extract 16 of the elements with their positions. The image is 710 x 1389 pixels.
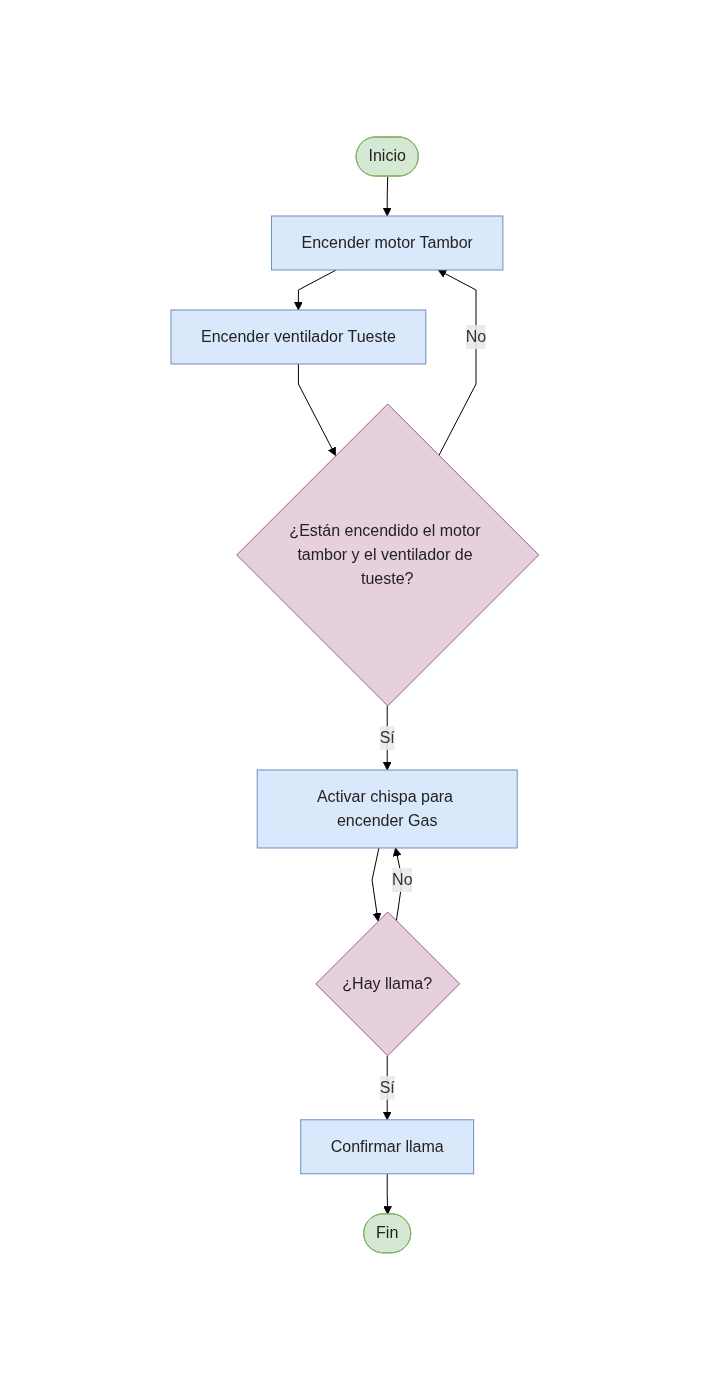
node-diamond: ¿Están encendido el motor tambor y el ventilador de tueste?	[236, 403, 540, 707]
node-box: Confirmar llama	[300, 1118, 475, 1174]
edge-label: No	[465, 327, 487, 345]
node-box: Encender motor Tambor	[271, 215, 504, 271]
arrow	[298, 363, 337, 456]
edge-label: Sí	[379, 728, 395, 746]
arrow	[437, 269, 477, 456]
node-box: Activar chispa para encender Gas	[256, 769, 518, 849]
arrow	[294, 269, 337, 310]
node-diamond: ¿Hay llama?	[315, 911, 461, 1056]
arrow	[382, 175, 392, 216]
arrow	[383, 1172, 393, 1215]
edge-label: No	[392, 870, 413, 888]
edge-label: Sí	[379, 1078, 395, 1096]
node-box: Encender ventilador Tueste	[170, 309, 427, 365]
arrow	[371, 847, 382, 922]
